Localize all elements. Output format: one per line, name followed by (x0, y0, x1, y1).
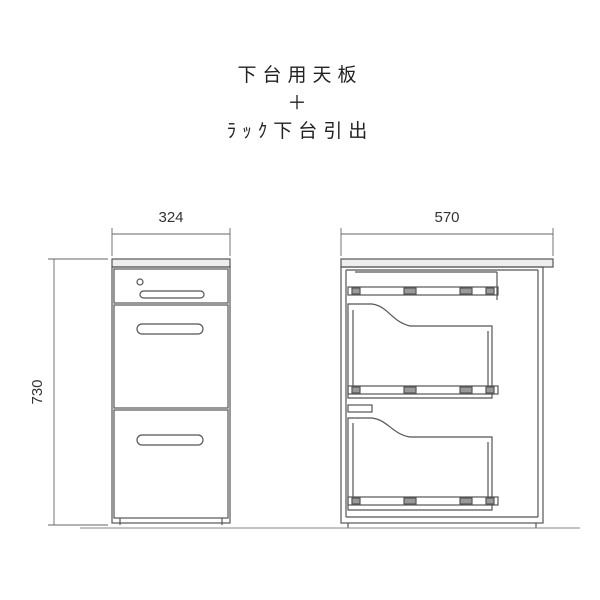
lock-icon (136, 278, 144, 286)
upper-slide-rail (347, 286, 499, 296)
side-body (340, 266, 544, 524)
front-body (111, 266, 231, 524)
middle-slide-rail (347, 385, 499, 395)
title-line-3: ﾗｯｸ下台引出 (226, 120, 374, 142)
dim-height: 730 (29, 379, 46, 404)
dim-width-side: 570 (434, 209, 459, 226)
lower-slide-rail (347, 496, 499, 506)
side-top-plate (340, 258, 554, 268)
side-view (340, 258, 554, 528)
front-view (111, 258, 231, 525)
front-small-drawer (113, 268, 229, 304)
stopper (347, 404, 373, 413)
title-line-2: ＋ (287, 92, 313, 114)
bottom-drawer-handle (136, 434, 204, 446)
front-middle-drawer (113, 304, 229, 409)
middle-drawer-handle (136, 323, 204, 335)
upper-drawer-basket (347, 303, 493, 399)
front-top-plate (111, 258, 231, 268)
front-bottom-drawer (113, 409, 229, 519)
lower-drawer-basket (347, 417, 493, 511)
title-line-1: 下台用天板 (237, 64, 363, 86)
dim-width-front: 324 (158, 209, 183, 226)
small-drawer-handle (139, 290, 205, 299)
